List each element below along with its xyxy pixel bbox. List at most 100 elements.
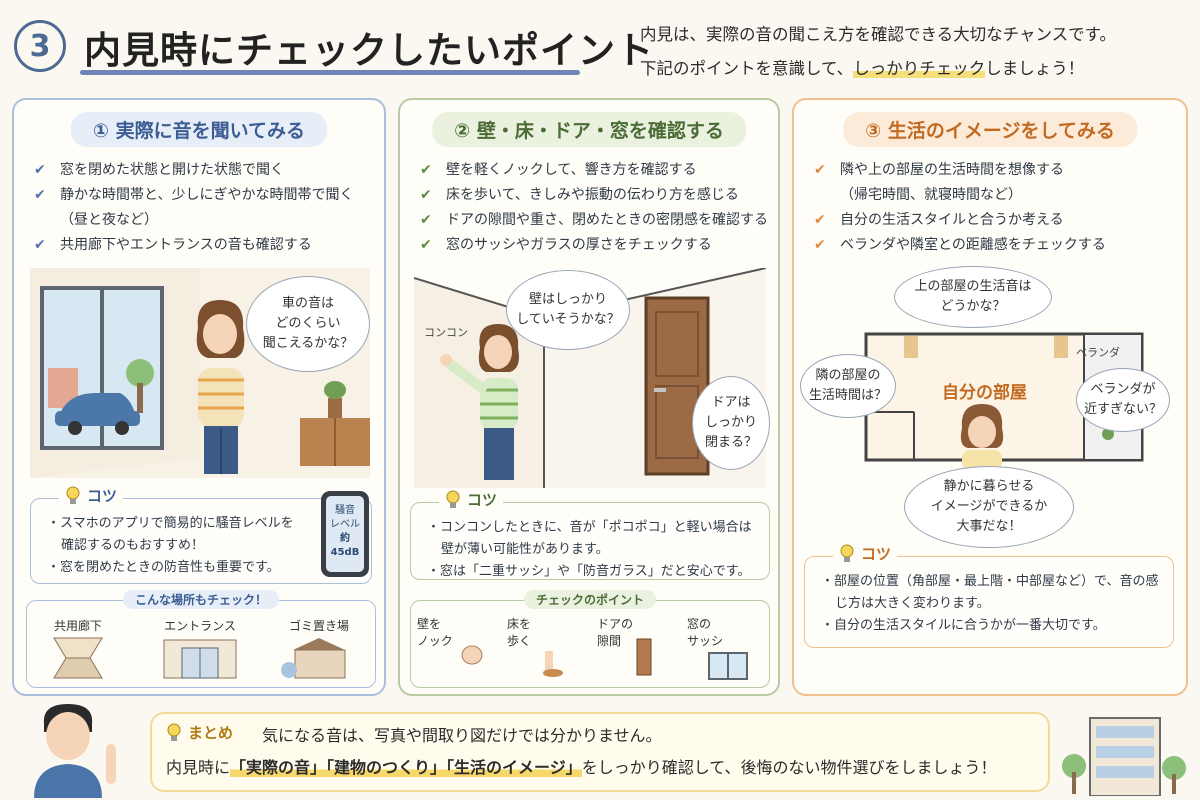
panel-3-checklist: ✔ 隣や上の部屋の生活時間を想像する （帰宅時間、就寝時間など） ✔自分の生活スタ… <box>814 158 1106 258</box>
summary-pre: 内見時に <box>166 758 231 777</box>
panel-2-title: ② 壁・床・ドア・窓を確認する <box>432 112 746 147</box>
smartphone-icon: 騒音 レベル 約45dB <box>321 491 369 577</box>
lightbulb-icon <box>66 486 80 504</box>
check-text: ドアの隙間や重さ、閉めたときの密閉感を確認する <box>446 212 768 228</box>
intro-line-2: 下記のポイントを意識して、しっかりチェックしましょう！ <box>640 52 1190 86</box>
veranda-label: ベランダ <box>1076 346 1120 359</box>
check-points-box: チェックのポイント 壁を ノック 床を 歩く ドアの 隙間 窓の サッシ <box>410 590 770 688</box>
intro-line-1: 内見は、実際の音の聞こえ方を確認できる大切なチャンスです。 <box>640 25 1117 44</box>
tip-text: 窓を閉めたときの防音性も重要です。 <box>60 560 280 575</box>
check-item: ✔静かな時間帯と、少しにぎやかな時間帯で聞く <box>34 183 353 208</box>
intro-highlight: しっかりチェック <box>853 59 986 78</box>
section-number-badge: 3 <box>14 20 66 72</box>
panel-listen-sound: ① 実際に音を聞いてみる ✔窓を閉めた状態と開けた状態で聞く ✔静かな時間帯と、… <box>12 98 386 696</box>
point-label: ドアの 隙間 <box>597 617 634 648</box>
thought-bubble-quiet: 静かに暮らせる イメージができるか 大事だな！ <box>904 466 1074 548</box>
tip-text: コンコンしたときに、音が「ポコポコ」と軽い場合は壁が薄い可能性があります。 <box>440 520 752 557</box>
tip-box-2: コツ ・コンコンしたときに、音が「ポコポコ」と軽い場合は壁が薄い可能性があります… <box>410 489 770 580</box>
woman-thinking-illustration <box>960 404 1004 470</box>
panel-3-title: ③ 生活のイメージをしてみる <box>843 112 1137 147</box>
check-text: 窓を閉めた状態と開けた状態で聞く <box>60 162 284 178</box>
summary-post: をしっかり確認して、後悔のない物件選びをしましょう！ <box>581 758 997 777</box>
check-text: 壁を軽くノックして、響き方を確認する <box>446 162 697 178</box>
summary-line-2: 内見時に「実際の音」「建物のつくり」「生活のイメージ」をしっかり確認して、後悔の… <box>166 754 996 778</box>
place-entrance: エントランス <box>145 617 255 683</box>
thought-bubble-upstairs: 上の部屋の生活音は どうかな？ <box>894 266 1052 328</box>
check-text: 静かな時間帯と、少しにぎやかな時間帯で聞く <box>60 187 354 203</box>
tip-box-3: コツ ・部屋の位置（角部屋・最上階・中部屋など）で、音の感じ方は大きく変わります… <box>804 543 1174 648</box>
check-item: ✔ 共用廊下やエントランスの音も確認する <box>34 233 353 258</box>
places-box: こんな場所もチェック！ 共用廊下 エントランス ゴミ置き場 <box>26 590 376 688</box>
keyword-building-structure: 「建物のつくり」 <box>326 758 447 777</box>
thought-bubble-car: 車の音は どのくらい 聞こえるかな？ <box>246 276 370 372</box>
check-icon: ✔ <box>420 237 432 253</box>
tip-label: コツ <box>59 485 124 506</box>
tip-list: ・部屋の位置（角部屋・最上階・中部屋など）で、音の感じ方は大きく変わります。 ・… <box>805 557 1173 645</box>
summary-label: まとめ <box>166 722 233 743</box>
tip-label-text: コツ <box>467 491 498 509</box>
check-icon: ✔ <box>34 237 46 253</box>
panel-1-title: ① 実際に音を聞いてみる <box>70 112 328 147</box>
thought-bubble-veranda: ベランダが 近すぎない？ <box>1076 368 1170 432</box>
intro-line-2-post: しましょう！ <box>985 59 1085 78</box>
summary-line-1: 気になる音は、写真や間取り図だけでは分かりません。 <box>262 726 662 745</box>
tip-item: ・窓を閉めたときの防音性も重要です。 <box>47 560 280 575</box>
page-title: 内見時にチェックしたいポイント <box>84 29 654 72</box>
door-icon <box>636 638 652 676</box>
point-knock: 壁を ノック <box>417 615 499 665</box>
check-icon: ✔ <box>420 162 432 178</box>
keyword-actual-sound: 「実際の音」 <box>230 758 327 777</box>
check-text: 隣や上の部屋の生活時間を想像する <box>840 162 1064 178</box>
point-walk: 床を 歩く <box>507 615 589 677</box>
place-hallway: 共用廊下 <box>33 617 123 683</box>
check-icon: ✔ <box>814 162 826 178</box>
window-sash-icon <box>708 652 748 680</box>
panel-2-checklist: ✔ 壁を軽くノックして、響き方を確認する ✔ 床を歩いて、きしみや振動の伝わり方を感… <box>420 158 768 258</box>
check-subtext: （昼と夜など） <box>60 212 158 228</box>
tip-box-1: コツ ・スマホのアプリで簡易的に騒音レベルを確認するのもおすすめ！ ・窓を閉めた… <box>30 485 372 587</box>
check-text: 床を歩いて、きしみや振動の伝わり方を感じる <box>446 187 739 203</box>
check-item: ✔ 窓を閉めた状態と開けた状態で聞く <box>34 158 353 183</box>
panel-imagine-life: ③ 生活のイメージをしてみる ✔ 隣や上の部屋の生活時間を想像する （帰宅時間、就… <box>792 98 1188 696</box>
tip-label: コツ <box>439 489 504 510</box>
lightbulb-icon <box>446 490 460 508</box>
check-text: 共用廊下やエントランスの音も確認する <box>60 237 312 253</box>
check-text: 自分の生活スタイルと合うか考える <box>840 212 1064 228</box>
lightbulb-icon <box>167 723 181 741</box>
tip-label-text: コツ <box>861 545 892 563</box>
phone-text: 騒音 <box>335 505 355 516</box>
summary-box: まとめ 気になる音は、写真や間取り図だけでは分かりません。 内見時に「実際の音」… <box>150 712 1050 792</box>
point-label: 壁を ノック <box>417 617 453 648</box>
check-item: ✔窓のサッシやガラスの厚さをチェックする <box>420 233 768 258</box>
check-points-label: チェックのポイント <box>523 590 657 609</box>
point-label: 窓の サッシ <box>687 617 724 648</box>
tip-list: ・コンコンしたときに、音が「ポコポコ」と軽い場合は壁が薄い可能性があります。 ・… <box>411 503 769 591</box>
place-label: エントランス <box>164 619 236 633</box>
tip-item: ・コンコンしたときに、音が「ポコポコ」と軽い場合は壁が薄い可能性があります。 <box>427 520 752 557</box>
check-item: ✔自分の生活スタイルと合うか考える <box>814 208 1106 233</box>
place-label: ゴミ置き場 <box>288 619 349 633</box>
check-item: ✔ 隣や上の部屋の生活時間を想像する <box>814 158 1106 183</box>
intro-line-2-pre: 下記のポイントを意識して、 <box>640 59 854 78</box>
panel-1-checklist: ✔窓を閉めた状態と開けた状態で聞く ✔静かな時間帯と、少しにぎやかな時間帯で聞く… <box>34 158 353 258</box>
tip-text: 部屋の位置（角部屋・最上階・中部屋など）で、音の感じ方は大きく変わります。 <box>834 574 1159 611</box>
check-item: ✔ベランダや隣室との距離感をチェックする <box>814 233 1106 258</box>
intro-text: 内見は、実際の音の聞こえ方を確認できる大切なチャンスです。 下記のポイントを意識… <box>640 18 1190 86</box>
tip-item: ・スマホのアプリで簡易的に騒音レベルを確認するのもおすすめ！ <box>47 516 294 553</box>
hallway-icon <box>53 637 103 679</box>
tip-list: ・スマホのアプリで簡易的に騒音レベルを確認するのもおすすめ！ ・窓を閉めたときの… <box>31 499 306 587</box>
check-icon: ✔ <box>34 162 46 178</box>
entrance-icon <box>163 639 237 679</box>
check-text: ベランダや隣室との距離感をチェックする <box>840 237 1106 253</box>
phone-decibel: 約45dB <box>330 533 360 558</box>
point-label: 床を 歩く <box>507 617 532 648</box>
check-subtext: （帰宅時間、就寝時間など） <box>840 187 1022 203</box>
tip-text: スマホのアプリで簡易的に騒音レベルを確認するのもおすすめ！ <box>60 516 294 553</box>
phone-text: レベル <box>330 519 360 530</box>
summary-label-text: まとめ <box>188 724 234 742</box>
place-garbage: ゴミ置き場 <box>267 617 371 683</box>
tip-label-text: コツ <box>87 487 118 505</box>
thought-bubble-neighbor: 隣の部屋の 生活時間は？ <box>800 354 896 418</box>
keyword-life-image: 「生活のイメージ」 <box>446 758 582 777</box>
place-label: 共用廊下 <box>53 619 102 633</box>
